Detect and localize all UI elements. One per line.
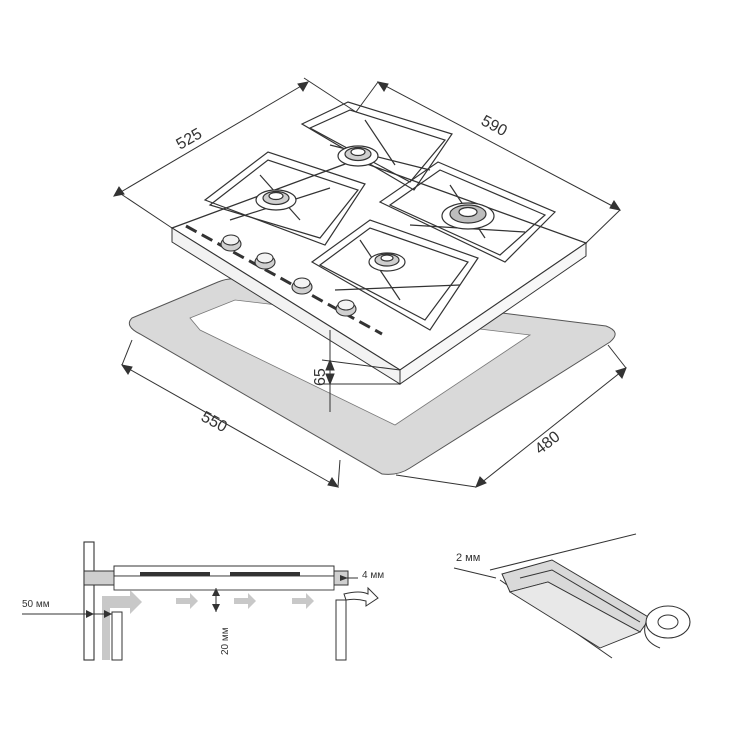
section-detail — [22, 541, 379, 661]
knob-3-icon — [291, 277, 313, 295]
dim-590-label: 590 — [478, 113, 510, 141]
burners — [255, 145, 495, 272]
dim-550-label: 550 — [198, 409, 230, 437]
dimension-lines — [113, 77, 627, 488]
pan-supports — [203, 101, 557, 331]
burner-back-left — [255, 189, 297, 211]
side-gap-label: 50 мм — [22, 599, 50, 610]
control-knobs — [220, 234, 357, 317]
section-labels: 50 мм 20 мм 4 мм — [22, 570, 384, 655]
dim-480-label: 480 — [532, 428, 564, 458]
burner-right-large — [441, 202, 495, 230]
bottom-gap-label: 20 мм — [220, 627, 231, 655]
knob-2-icon — [254, 252, 276, 270]
burner-front — [368, 252, 406, 272]
seal-detail — [453, 533, 691, 659]
knob-4-icon — [335, 299, 357, 317]
knob-1-icon — [220, 234, 242, 252]
front-gap-label: 4 мм — [362, 570, 384, 581]
airflow-arrows — [102, 590, 314, 660]
burner-back-right — [337, 145, 379, 167]
dim-65-label: 65 — [312, 368, 329, 386]
seal-label: 2 мм — [456, 552, 480, 564]
dim-525-label: 525 — [174, 125, 206, 153]
